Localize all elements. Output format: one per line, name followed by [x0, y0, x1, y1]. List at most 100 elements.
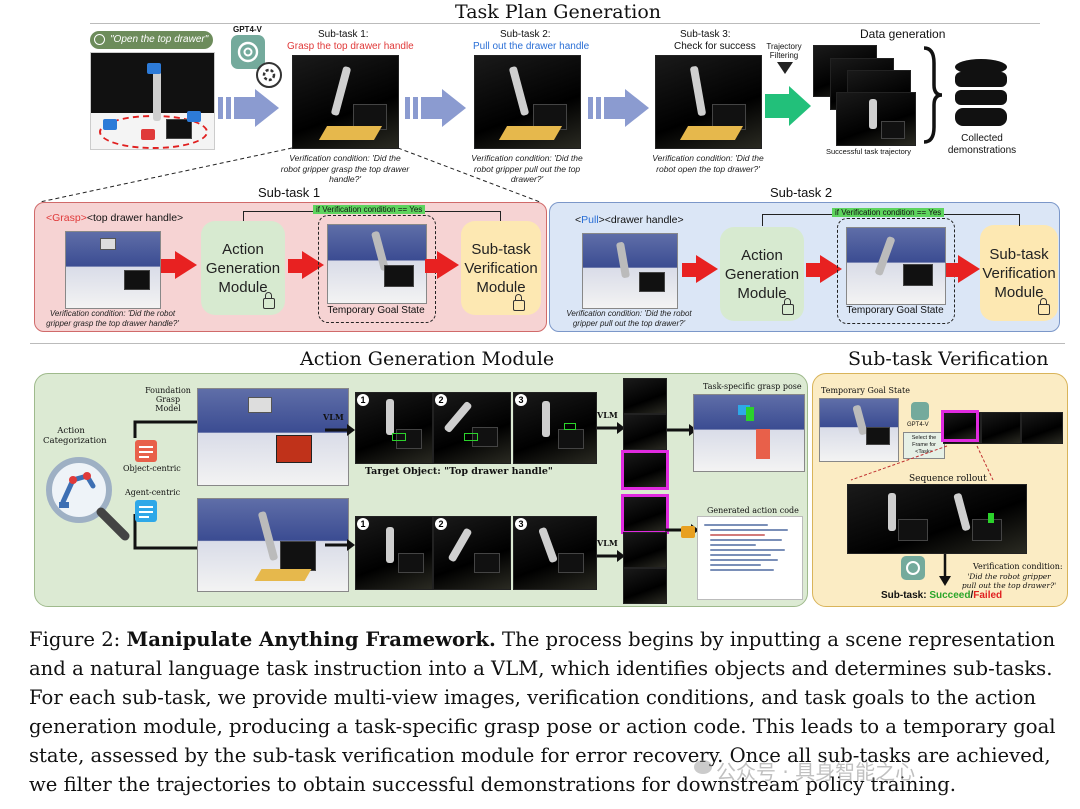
subtask2-image [474, 55, 581, 149]
view-3-image [513, 392, 597, 464]
brace-icon [923, 46, 943, 144]
database-icon [955, 59, 1007, 126]
red-arrow-3-body [425, 259, 439, 273]
subtask1-panel-condition: Verification condition: 'Did the robot g… [46, 309, 179, 328]
target-object-label: Target Object: "Top drawer handle" [365, 466, 553, 477]
subtask3-image [655, 55, 762, 149]
subtask1-panel-title: Sub-task 1 [258, 185, 321, 200]
generated-code-label: Generated action code [707, 506, 799, 515]
lock-icon [1038, 298, 1050, 315]
sv-openai-icon [911, 402, 929, 420]
temp-goal-label-2: Temporary Goal State [846, 305, 944, 316]
sv-temp-goal-label: Temporary Goal State [821, 386, 910, 395]
subtask1-image [292, 55, 399, 149]
gpt4v-label: GPT4-V [233, 25, 262, 34]
agent-view-2 [433, 516, 511, 590]
candidate-4-selected [621, 494, 669, 534]
candidate-2 [623, 414, 667, 450]
subtask3-condition: Verification condition: 'Did the robot o… [652, 153, 764, 174]
sv-select-frame-box: Select the Frame for <Task> [903, 432, 945, 459]
red-arrow-4-body [682, 263, 696, 277]
subtask1-tags: <Grasp><top drawer handle> [46, 212, 184, 224]
subtask2-panel-title: Sub-task 2 [770, 185, 833, 200]
task-plan-title: Task Plan Generation [455, 1, 661, 23]
subtask3-label: Sub-task 3: [680, 29, 731, 40]
vlm-label-1: VLM [323, 412, 344, 422]
num-2: 2 [435, 394, 447, 406]
object-centric-icon [135, 440, 157, 462]
foundation-grasp-label: Foundation Grasp Model [145, 386, 191, 413]
red-arrow-6-head [958, 255, 980, 283]
agent-centric-icon [135, 500, 157, 522]
agent-centric-label: Agent-centric [125, 488, 181, 497]
red-arrow-1-body [161, 259, 175, 273]
temp-goal-state-frame-1: Temporary Goal State [318, 215, 436, 323]
openai-logo-icon [231, 35, 265, 69]
subtask2-tags: <Pull><drawer handle> [575, 214, 684, 226]
num-3: 3 [515, 394, 527, 406]
subtask2-label: Sub-task 2: [500, 29, 551, 40]
green-arrow-head [789, 86, 811, 126]
sv-frame-2 [981, 412, 1021, 444]
lock-icon [513, 294, 525, 311]
sv-gpt-label: GPT4-V [907, 422, 929, 428]
code-block [697, 516, 803, 600]
vlm-label-2: VLM [597, 410, 618, 420]
temp-goal-image-2 [846, 227, 946, 305]
instruction-pill: "Open the top drawer" [90, 31, 213, 49]
object-centric-label: Object-centric [123, 464, 181, 473]
successful-trajectory-label: Successful task trajectory [826, 147, 912, 156]
lock-icon [782, 298, 794, 315]
watermark: 公众号 · 具身智能之心 [694, 756, 915, 785]
scene-multiview-image [90, 52, 215, 150]
object-centric-scene [197, 388, 349, 486]
traj-stack-4 [836, 92, 916, 146]
view-1-image [355, 392, 433, 464]
action-gen-title: Action Generation Module [300, 348, 555, 370]
subtask1-desc: Grasp the top drawer handle [287, 41, 414, 52]
vlm-arrow-2 [597, 422, 625, 434]
sequence-rollout-image [847, 484, 1027, 554]
code-icon [681, 526, 695, 538]
subtask2-desc: Pull out the drawer handle [473, 41, 590, 52]
agent-view-3 [513, 516, 597, 590]
red-arrow-6-body [946, 263, 960, 277]
funnel-icon [777, 62, 793, 74]
sv-vc-label: Verification condition: [973, 562, 1063, 571]
grasp-pose-image [693, 394, 805, 472]
num-agent-1: 1 [357, 518, 369, 530]
temp-goal-state-frame-2: Temporary Goal State [837, 218, 955, 324]
red-arrow-5-head [820, 255, 842, 283]
magnifier-robot-icon [46, 457, 130, 541]
lock-icon [263, 292, 275, 309]
candidate-1 [623, 378, 667, 414]
subtask1-panel: <Grasp><top drawer handle> Verification … [34, 202, 547, 332]
temp-goal-label-1: Temporary Goal State [327, 305, 425, 316]
sv-frame-3 [1021, 412, 1063, 444]
trajectory-filtering-label: Trajectory Filtering [766, 42, 802, 60]
subtask2-panel-condition: Verification condition: 'Did the robot g… [566, 309, 692, 328]
mid-divider [30, 343, 1065, 344]
action-generation-module-1: Action Generation Module [201, 221, 285, 315]
sv-result: Sub-task: Succeed/Failed [881, 590, 1003, 601]
top-divider [90, 23, 1040, 24]
red-arrow-1-head [175, 251, 197, 279]
red-arrow-3-head [437, 251, 459, 279]
verification-banner-1: if Verification condition == Yes [313, 205, 426, 214]
subtask-verification-module-2: Sub-task Verification Module [980, 225, 1058, 321]
temp-goal-image-1 [327, 224, 427, 304]
caption-text: The process begins by inputting a scene … [29, 628, 1056, 796]
caption-fig-label: Figure 2: [29, 628, 121, 651]
vlm-label-3: VLM [597, 538, 618, 548]
view-2-image [433, 392, 511, 464]
action-categorization-label: Action Categorization [43, 426, 107, 446]
subtask1-input-image [65, 231, 161, 309]
subtask1-label: Sub-task 1: [318, 29, 369, 40]
num-1: 1 [357, 394, 369, 406]
user-icon [94, 34, 105, 45]
verification-banner-2: if Verification condition == Yes [832, 208, 945, 217]
action-gen-panel: Action Categorization Object-centric Age… [34, 373, 808, 607]
green-arrow-body [765, 94, 789, 118]
subtask2-condition: Verification condition: 'Did the robot g… [471, 153, 583, 185]
red-arrow-5-body [806, 263, 820, 277]
